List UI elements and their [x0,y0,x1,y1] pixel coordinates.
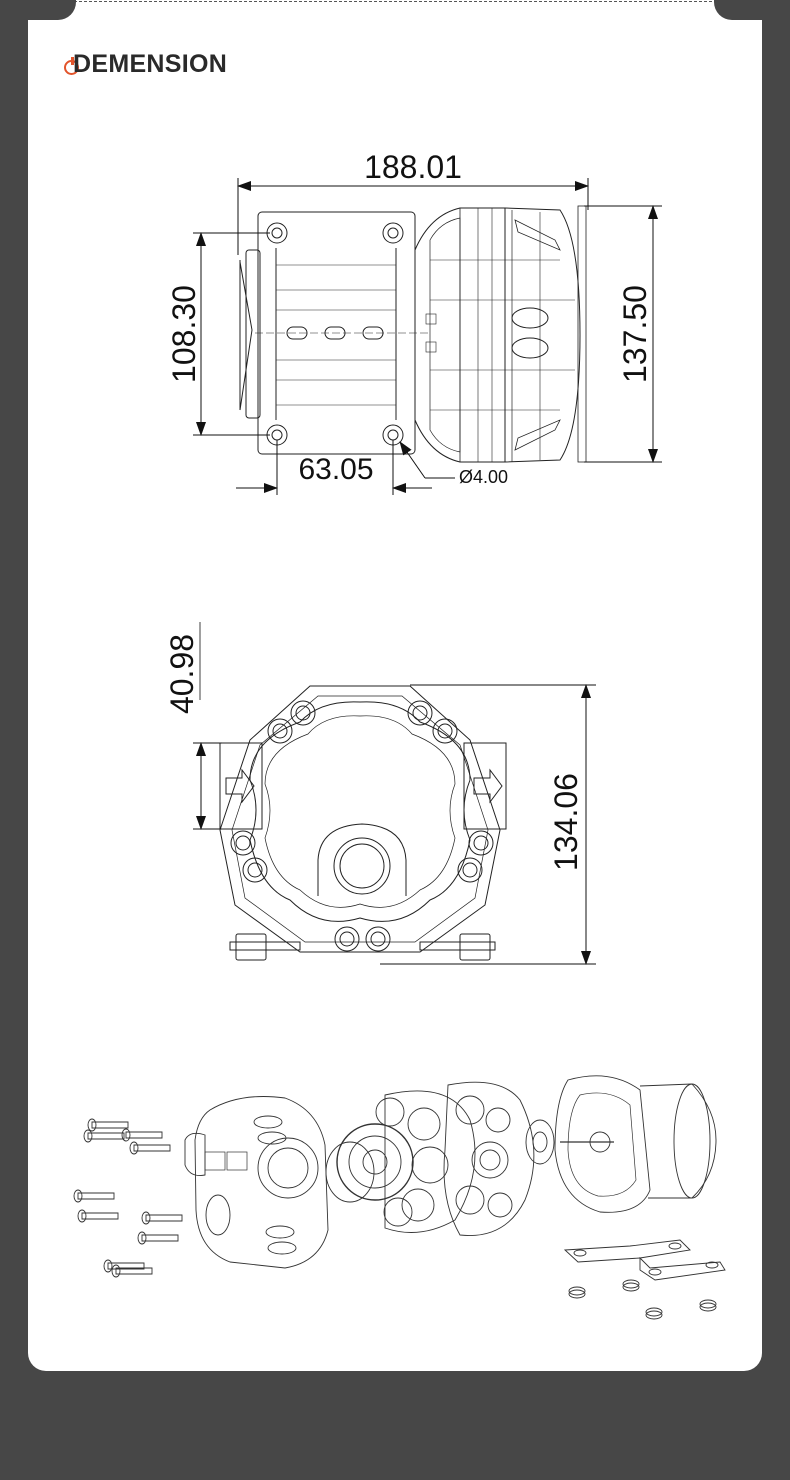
top-dashed-divider [64,1,732,2]
top-left-notch [28,0,76,20]
nut-set [568,1279,717,1320]
exploded-view-drawing [73,1075,726,1320]
wobble-plate [525,1119,614,1165]
dimension-total-height: 134.06 [548,773,584,871]
section-title: DEMENSION [73,50,228,78]
side-view-dimensions [193,622,596,965]
dimension-hole-spacing-horizontal: 63.05 [298,453,373,486]
front-view-drawing [239,205,587,463]
side-view-drawing [219,685,507,961]
front-view-dimensions [193,178,662,495]
top-right-notch [714,0,762,20]
motor [554,1075,717,1213]
pump-body [443,1081,535,1236]
pump-head [184,1096,329,1269]
screw-set [73,1118,183,1278]
valve-assembly [325,1090,476,1233]
mounting-bracket [563,1239,726,1281]
dimension-port-offset: 40.98 [164,634,200,714]
dimension-hole-spacing-vertical: 108.30 [166,285,202,383]
dimension-hole-diameter: Ø4.00 [459,467,508,487]
power-icon [64,57,79,75]
dimension-overall-height: 137.50 [617,285,653,383]
dimension-overall-length: 188.01 [364,149,462,185]
